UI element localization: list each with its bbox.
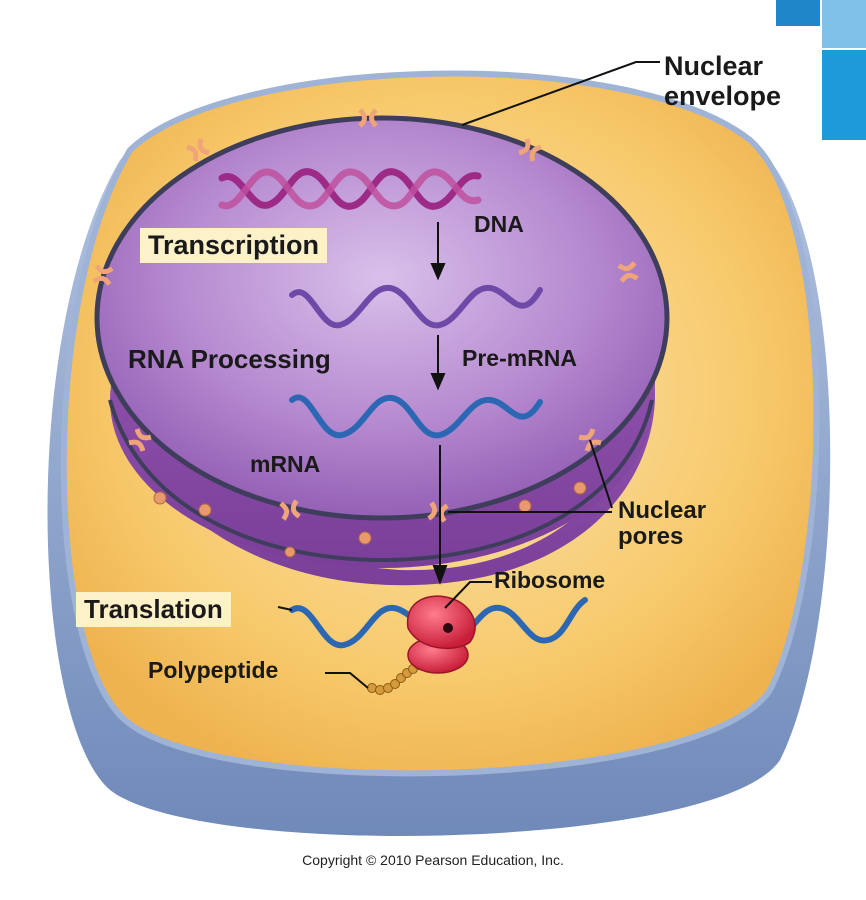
ribosome-label: Ribosome	[494, 567, 606, 593]
nuclear-envelope-lower-edge	[108, 399, 654, 563]
dna-label: DNA	[474, 211, 524, 237]
corner-square-3	[822, 50, 866, 140]
nuclear-envelope-label-line2: envelope	[664, 80, 782, 111]
corner-square-1	[776, 0, 820, 26]
pre-mrna-strand	[289, 284, 543, 329]
dna-helix	[218, 168, 482, 210]
mrna-strand-nucleus	[289, 394, 543, 439]
nuclear-envelope-label-line1: Nuclear	[664, 51, 764, 81]
ribosome-leader	[444, 581, 492, 609]
polypeptide-leader	[325, 672, 369, 689]
transcription-label: Transcription	[140, 228, 328, 263]
nuclear-pore-icons	[92, 108, 639, 523]
translation-leader	[277, 606, 293, 611]
nuclear-pores-label-line1: Nuclear	[618, 497, 707, 524]
corner-square-2	[822, 0, 866, 48]
nuclear-pores-label-line2: pores	[618, 523, 684, 551]
rna-processing-label: RNA Processing	[128, 344, 331, 374]
mrna-label: mRNA	[250, 451, 321, 477]
polypeptide-label: Polypeptide	[148, 657, 279, 683]
ribosome-icon	[406, 595, 476, 674]
translation-label: Translation	[76, 592, 231, 627]
leader-lines	[277, 61, 660, 689]
copyright-notice: Copyright © 2010 Pearson Education, Inc.	[302, 852, 564, 868]
nuclear-pores-label: Nuclear pores	[618, 497, 707, 551]
nuclear-envelope-ring	[94, 115, 670, 521]
pre-mrna-label: Pre-mRNA	[462, 345, 578, 371]
process-arrows	[430, 222, 448, 585]
side-pores	[153, 481, 587, 558]
nuclear-envelope-leader	[461, 61, 660, 126]
nuclear-envelope-label: Nuclear envelope	[664, 51, 782, 111]
pore-leader-b	[589, 439, 613, 509]
